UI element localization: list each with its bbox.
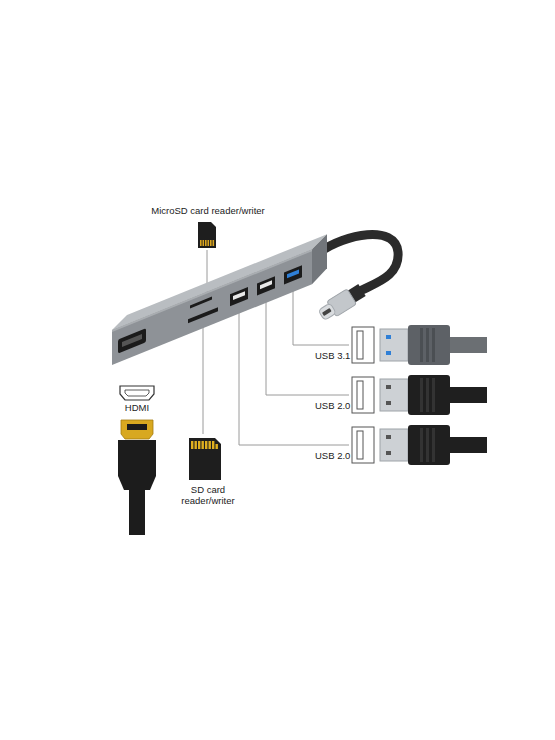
port-label: USB 2.0: [315, 450, 350, 461]
card-contacts: [191, 441, 218, 449]
hdmi-port-tongue: [122, 334, 142, 347]
usb-port: [230, 287, 248, 306]
hdmi-cable: [118, 420, 156, 535]
hdmi-cable-wire: [129, 489, 145, 535]
usb-plug-body: [408, 375, 450, 415]
usb-plug-body: [408, 325, 450, 365]
usb-port-tongue: [287, 269, 299, 278]
hdmi-plug-tongue: [127, 424, 147, 430]
usb-port-icon-inner: [357, 331, 363, 359]
port-label: USB 3.1: [315, 350, 350, 361]
usb-port: [284, 265, 302, 284]
hdmi-plug-tip: [121, 420, 153, 439]
usb-plug-group: [352, 325, 487, 465]
microsd-slot: [190, 297, 212, 309]
usb-plug-body: [408, 425, 450, 465]
microsd-card: [198, 222, 216, 248]
port-label: HDMI: [125, 402, 149, 413]
hdmi-port-icon: [120, 386, 154, 400]
usb-port-icon-inner: [357, 381, 363, 409]
usb-port-icon: [352, 327, 374, 363]
plug-tip: [318, 303, 336, 321]
card-body: [189, 438, 221, 480]
hub-front: [112, 249, 312, 365]
hub-end: [312, 234, 327, 284]
usb-port: [257, 276, 275, 295]
port-label: USB 2.0: [315, 400, 350, 411]
plug-slot: [322, 308, 332, 316]
hdmi-port: [118, 328, 146, 353]
hdmi-port-icon-inner: [125, 390, 149, 396]
usb-c-plug: [317, 282, 367, 323]
port-label: SD card reader/writer: [173, 484, 243, 507]
usb-plug-metal: [380, 429, 408, 461]
card-contacts: [200, 240, 214, 246]
leader-line: [239, 305, 349, 445]
sd-card: [189, 438, 221, 480]
usb-port-tongue: [233, 291, 245, 300]
usb-plug-metal: [380, 379, 408, 411]
usb-cable-wire: [450, 337, 487, 353]
usb-c-cable: [320, 235, 398, 290]
usb-cable-wire: [450, 387, 487, 403]
hdmi-plug-body: [118, 440, 156, 490]
usb-port-icon: [352, 377, 374, 413]
hub-edge: [112, 249, 312, 332]
usb-cable-wire: [450, 437, 487, 453]
usb-port-icon: [352, 427, 374, 463]
leader-line: [203, 320, 204, 434]
usb-plug-metal: [380, 329, 408, 361]
hub-body: [112, 234, 327, 365]
card-body: [198, 222, 216, 248]
usb-port-icon-inner: [357, 431, 363, 459]
sd-slot: [188, 307, 218, 323]
port-label: MicroSD card reader/writer: [151, 205, 265, 216]
usb-port-tongue: [260, 280, 272, 289]
